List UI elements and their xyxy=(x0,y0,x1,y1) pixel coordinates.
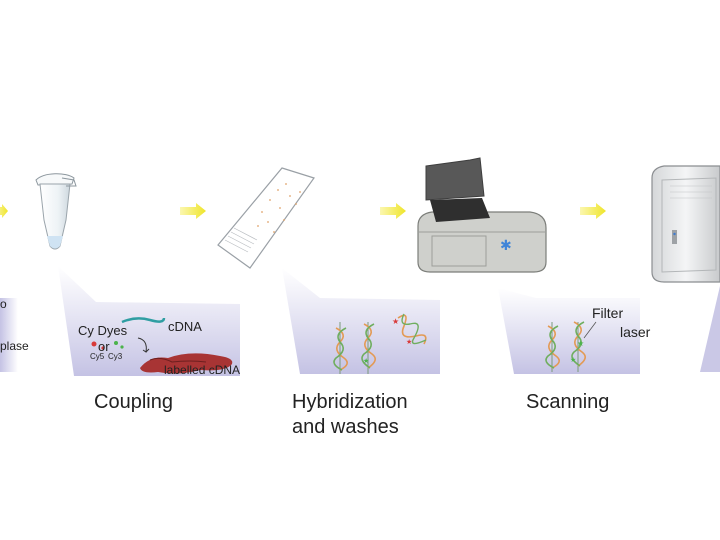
left-panel-text-top: o xyxy=(0,298,7,310)
step-label-hybridization: Hybridization xyxy=(292,390,408,415)
cdna-label: cDNA xyxy=(168,320,202,333)
scanning-panel xyxy=(498,288,640,374)
svg-text:★: ★ xyxy=(570,356,576,364)
computer-icon xyxy=(652,166,720,282)
cy3-label: Cy3 xyxy=(108,353,122,361)
flow-arrow-icon xyxy=(580,203,606,219)
cy5-dye-dot xyxy=(92,342,97,347)
svg-text:★: ★ xyxy=(392,317,399,326)
svg-text:★: ★ xyxy=(363,357,369,365)
slide-icon xyxy=(218,168,314,268)
laser-label: laser xyxy=(620,325,650,339)
step-label-hybridization-line2: and washes xyxy=(292,415,399,440)
flow-arrow-icon xyxy=(380,203,406,219)
step-label-coupling: Coupling xyxy=(94,390,173,415)
labelled-cdna-label: labelled cDNA xyxy=(164,364,240,376)
flow-arrow-icon xyxy=(0,204,8,218)
cy5-label: Cy5 xyxy=(90,353,104,361)
right-panel xyxy=(700,286,720,372)
flow-arrow-icon xyxy=(180,203,206,219)
scanner-icon: ✱ xyxy=(418,158,546,272)
hybridization-panel xyxy=(282,268,440,374)
svg-text:✱: ✱ xyxy=(500,237,512,253)
filter-label: Filter xyxy=(592,306,623,320)
tube-icon xyxy=(36,174,76,249)
svg-text:★: ★ xyxy=(577,339,584,348)
left-panel-text-bottom: plase xyxy=(0,340,29,352)
cy3-dye-dot xyxy=(114,341,118,345)
step-label-scanning: Scanning xyxy=(526,390,609,415)
svg-text:★: ★ xyxy=(406,338,412,346)
cy-dyes-label: Cy Dyes xyxy=(78,324,127,337)
